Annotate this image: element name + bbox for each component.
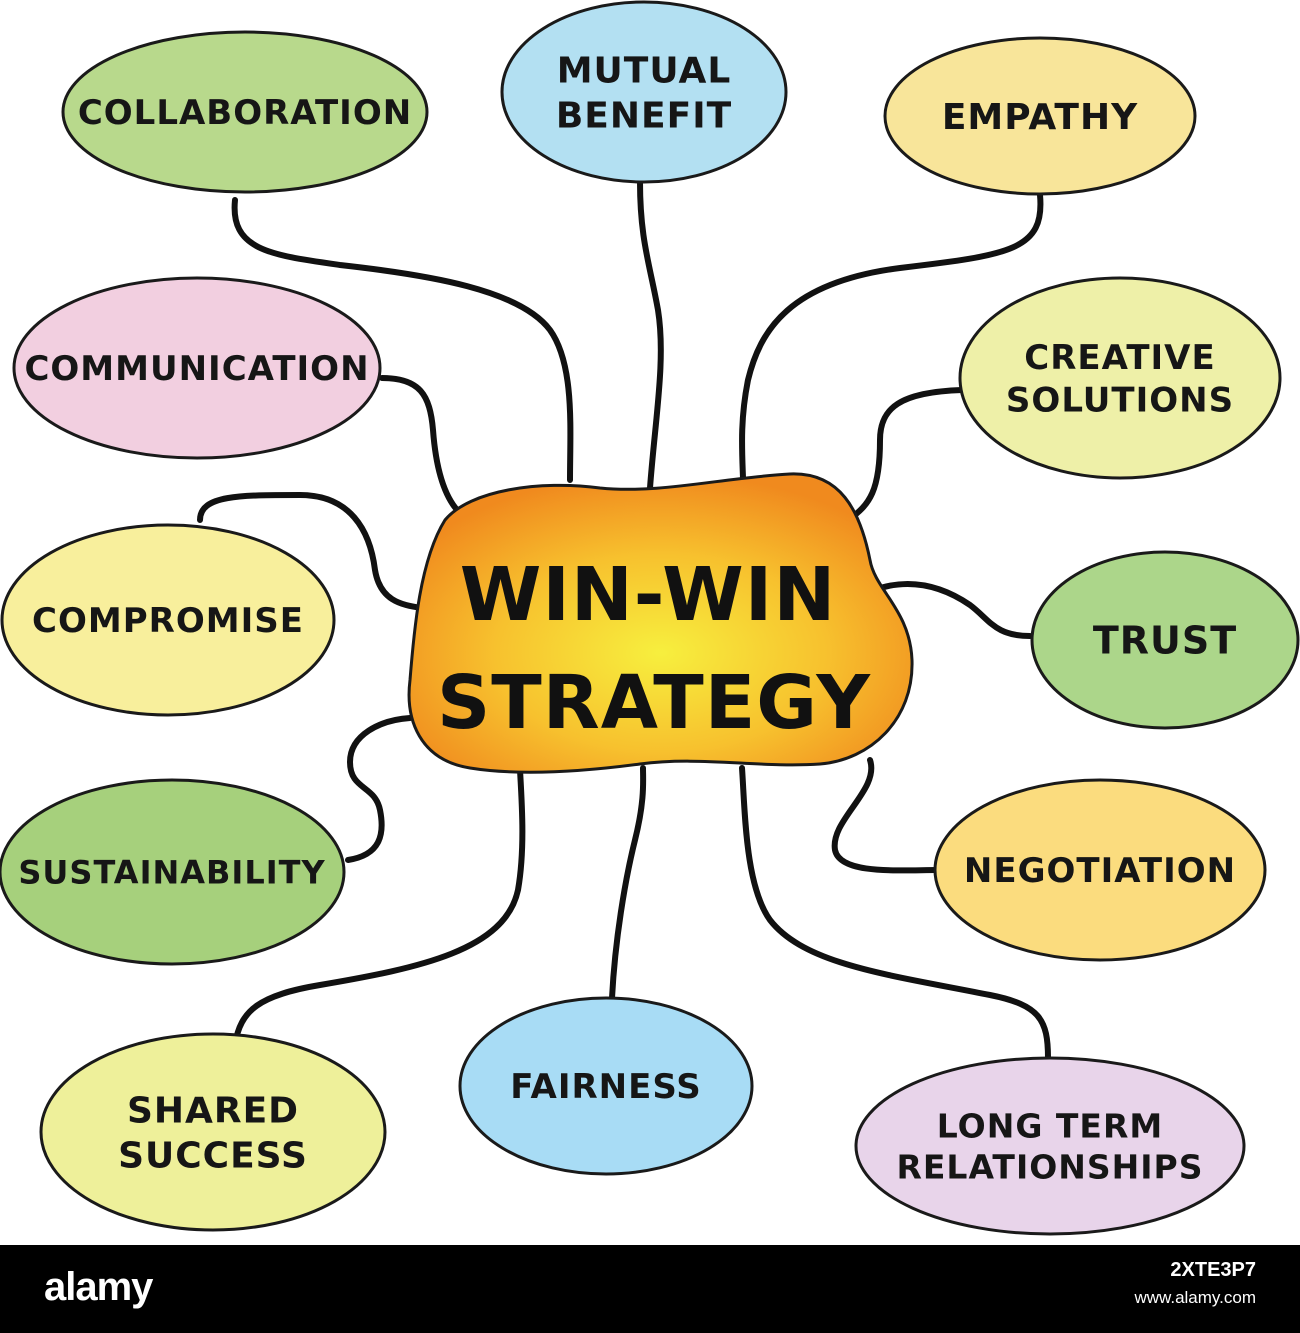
central-topic-shape (407, 472, 914, 774)
node-communication-label: COMMUNICATION (24, 349, 369, 389)
node-mutual-benefit-label: BENEFIT (556, 95, 732, 136)
node-long-term-relationships-label: RELATIONSHIPS (896, 1148, 1203, 1187)
watermark-footer: alamy 2XTE3P7 www.alamy.com (0, 1245, 1300, 1333)
node-compromise-label: COMPROMISE (32, 601, 304, 641)
node-trust-shape (1030, 550, 1300, 730)
node-negotiation-shape (933, 778, 1267, 962)
node-negotiation: NEGOTIATION (933, 778, 1267, 962)
node-trust-label: TRUST (1093, 619, 1237, 663)
node-sustainability: SUSTAINABILITY (0, 778, 346, 966)
node-negotiation-label: NEGOTIATION (964, 851, 1236, 891)
node-mutual-benefit-label: MUTUAL (557, 50, 732, 91)
connector-line (345, 715, 413, 863)
node-creative-solutions-label: SOLUTIONS (1006, 380, 1234, 420)
connector-line (831, 757, 941, 874)
node-collaboration-label: COLLABORATION (78, 93, 412, 133)
node-sustainability-shape (0, 778, 346, 966)
node-shared-success-label: SHARED (127, 1090, 299, 1131)
node-empathy: EMPATHY (883, 36, 1197, 196)
node-communication-shape (12, 276, 382, 460)
node-collaboration-shape (61, 30, 429, 194)
connector-line (845, 387, 965, 523)
node-compromise: COMPROMISE (0, 523, 336, 717)
connector-line (609, 765, 647, 1001)
connector-line (637, 179, 664, 491)
node-shared-success-label: SUCCESS (118, 1135, 308, 1176)
node-empathy-label: EMPATHY (942, 97, 1138, 138)
node-long-term-relationships-label: LONG TERM (937, 1106, 1163, 1145)
central-topic-line1: WIN-WIN (460, 552, 837, 638)
node-creative-solutions-label: CREATIVE (1024, 338, 1215, 378)
node-mutual-benefit-shape (500, 0, 788, 184)
node-sustainability-label: SUSTAINABILITY (18, 854, 325, 892)
node-shared-success-shape (39, 1032, 387, 1232)
connector-line (877, 581, 1033, 639)
site-url: www.alamy.com (1134, 1288, 1256, 1307)
node-compromise-shape (0, 523, 336, 717)
node-fairness-label: FAIRNESS (510, 1067, 702, 1107)
connector-line (231, 197, 574, 483)
node-communication: COMMUNICATION (12, 276, 382, 460)
connector-line (232, 767, 526, 1048)
node-empathy-shape (883, 36, 1197, 196)
central-topic-line2: STRATEGY (437, 660, 871, 746)
connector-line (379, 375, 465, 518)
node-fairness-shape (458, 996, 754, 1176)
node-long-term-relationships-shape (854, 1056, 1246, 1236)
connector-line (739, 765, 1051, 1061)
image-id: 2XTE3P7 (1170, 1259, 1256, 1281)
alamy-logo: alamy (44, 1265, 153, 1309)
node-collaboration: COLLABORATION (61, 30, 429, 194)
image-id-block: 2XTE3P7 www.alamy.com (1134, 1259, 1256, 1308)
node-creative-solutions-shape (958, 276, 1282, 480)
connector-line (197, 491, 425, 611)
connector-line (739, 192, 1044, 481)
connector-lines (197, 179, 1051, 1061)
node-trust: TRUST (1030, 550, 1300, 730)
central-topic: WIN-WIN STRATEGY (407, 472, 914, 774)
node-fairness: FAIRNESS (458, 996, 754, 1176)
